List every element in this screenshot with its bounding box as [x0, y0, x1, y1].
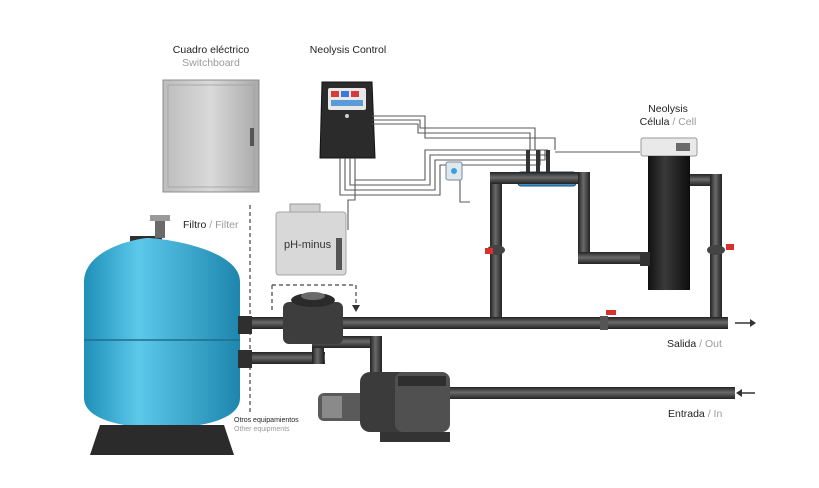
- in-label-en: In: [713, 408, 723, 420]
- filter-gauge: [150, 215, 170, 238]
- control-label-text: Neolysis Control: [309, 44, 387, 56]
- cell-label: Neolysis Célula / Cell: [620, 103, 716, 129]
- switchboard-label-es: Cuadro eléctrico: [172, 44, 250, 56]
- filter-label-en: Filter: [215, 219, 239, 231]
- out-label: Salida / Out: [667, 338, 722, 351]
- other-equipments-label: Otros equipamientos Other equipments: [234, 416, 299, 434]
- in-label: Entrada / In: [668, 408, 722, 421]
- ph-minus-label: pH-minus: [284, 239, 332, 251]
- switchboard-label-en: Switchboard: [182, 57, 240, 69]
- filter-label-es: Filtro: [183, 219, 207, 231]
- switchboard-label: Cuadro eléctrico Switchboard: [163, 44, 259, 70]
- other-equipments-es: Otros equipamientos: [234, 417, 299, 424]
- filter-label: Filtro / Filter: [183, 219, 238, 232]
- cell-label-separator: /: [669, 116, 679, 128]
- cell-label-en: Cell: [678, 116, 697, 128]
- in-label-separator: /: [704, 408, 714, 420]
- control-cables: [339, 115, 640, 230]
- cell-bypass-pipes: [485, 172, 734, 324]
- cell-label-es: Célula: [639, 116, 670, 128]
- cell-label-line1: Neolysis: [648, 103, 688, 115]
- neolysis-cell: [640, 137, 698, 290]
- switchboard-cabinet: [162, 79, 260, 193]
- inlet-pipe: [430, 387, 735, 399]
- out-label-en: Out: [704, 338, 722, 350]
- pump: [318, 372, 450, 442]
- cabinet-handle: [250, 128, 254, 146]
- outlet-valve: [600, 316, 608, 330]
- control-label: Neolysis Control: [300, 44, 396, 57]
- bypass-valve-left: [485, 248, 493, 254]
- out-label-separator: /: [696, 338, 705, 350]
- in-label-es: Entrada: [668, 408, 705, 420]
- main-pipes: [245, 310, 735, 399]
- out-label-es: Salida: [667, 338, 697, 350]
- neolysis-control-unit: [319, 81, 376, 159]
- ph-minus-tank: [275, 203, 347, 276]
- dashed-connection: [249, 205, 357, 415]
- flow-arrows: [735, 319, 756, 397]
- multiport-valve: [283, 292, 343, 344]
- sand-filter-tank: [84, 236, 252, 455]
- bypass-valve-right: [726, 244, 734, 250]
- other-equipments-en: Other equipments: [234, 426, 290, 433]
- filter-label-separator: /: [206, 219, 216, 231]
